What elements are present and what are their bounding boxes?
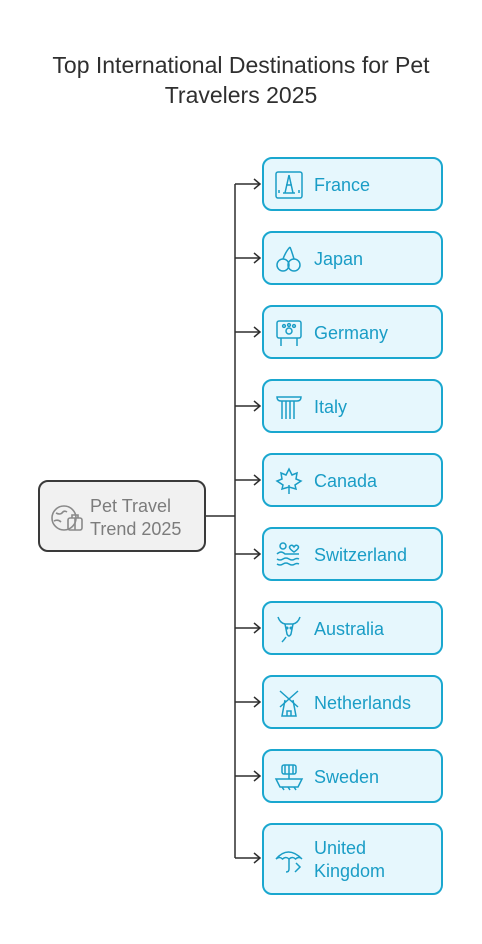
kangaroo-icon (277, 616, 301, 643)
ship-icon (274, 764, 304, 791)
destination-france[interactable]: France (262, 157, 443, 211)
destination-label: Sweden (314, 767, 380, 787)
destination-australia[interactable]: Australia (262, 601, 443, 655)
pet-sign-icon (276, 320, 302, 346)
maple-leaf-icon (275, 467, 303, 494)
destination-label: Italy (314, 397, 348, 417)
destination-label: Germany (314, 323, 389, 343)
root-node[interactable]: Pet Travel Trend 2025 (38, 480, 206, 552)
cherry-icon (276, 246, 301, 272)
destination-united-kingdom[interactable]: United Kingdom (262, 823, 443, 895)
destination-label: Australia (314, 619, 385, 639)
destination-label: Netherlands (314, 693, 412, 713)
destination-label: Canada (314, 471, 378, 491)
destination-canada[interactable]: Canada (262, 453, 443, 507)
diagram-title: Top International Destinations for Pet T… (52, 52, 430, 108)
destination-japan[interactable]: Japan (262, 231, 443, 285)
destination-label: Switzerland (314, 545, 408, 565)
destination-netherlands[interactable]: Netherlands (262, 675, 443, 729)
destination-sweden[interactable]: Sweden (262, 749, 443, 803)
globe-luggage-icon (51, 505, 83, 531)
destination-label: Japan (314, 249, 364, 269)
destination-label: United Kingdom (314, 838, 386, 881)
umbrella-icon (275, 851, 303, 873)
windmill-icon (279, 690, 299, 717)
destination-italy[interactable]: Italy (262, 379, 443, 433)
destination-label: France (314, 175, 371, 195)
eiffel-tower-icon (275, 171, 303, 199)
column-icon (276, 396, 302, 419)
destination-switzerland[interactable]: Switzerland (262, 527, 443, 581)
destination-germany[interactable]: Germany (262, 305, 443, 359)
root-label: Pet Travel Trend 2025 (90, 496, 182, 539)
spa-icon (276, 542, 300, 566)
